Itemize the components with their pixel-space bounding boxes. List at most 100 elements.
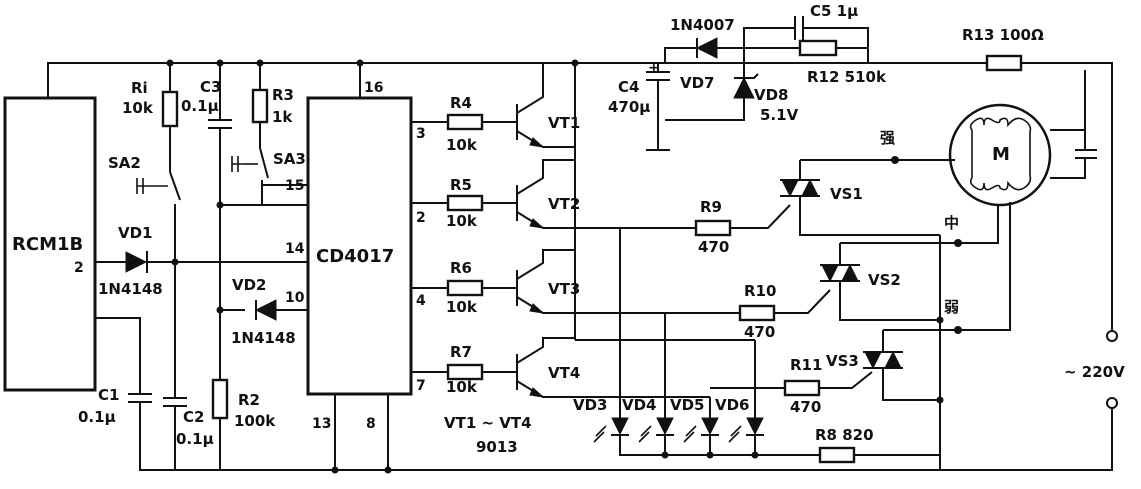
node-medium [954, 239, 962, 247]
c2-name: C2 [183, 408, 204, 426]
ri-value: 10k [122, 99, 154, 117]
cd4017-label: CD4017 [316, 246, 394, 267]
vs1-triac [780, 159, 940, 236]
r6-resistor [411, 279, 517, 297]
r3-value: 1k [272, 108, 293, 126]
vs3-triac [863, 329, 958, 401]
svg-text:+: + [648, 60, 660, 76]
rcm1b-label: RCM1B [12, 234, 83, 255]
cd4017-pin3: 3 [416, 126, 426, 142]
cd4017-pin14: 14 [285, 241, 305, 257]
r11-name: R11 [790, 356, 822, 374]
sa2-label: SA2 [108, 154, 141, 172]
r10-name: R10 [744, 282, 776, 300]
r2-value: 100k [234, 412, 276, 430]
r9-name: R9 [700, 198, 722, 216]
r4-resistor [411, 113, 517, 131]
cd4017-chip [306, 96, 413, 396]
r12-label: R12 510k [807, 68, 887, 86]
ac-terminal-bottom [1106, 397, 1118, 409]
r4-value: 10k [446, 136, 478, 154]
r6-name: R6 [450, 259, 472, 277]
motor-label: M [992, 144, 1010, 165]
c3-value: 0.1μ [181, 97, 219, 115]
vt-range-note: VT1 ~ VT4 [444, 414, 532, 432]
vt4-label: VT4 [548, 364, 580, 382]
vd7-part: 1N4007 [670, 16, 735, 34]
vd7-label: VD7 [680, 74, 715, 92]
r2-name: R2 [238, 391, 260, 409]
c1-name: C1 [98, 386, 119, 404]
cd4017-pin8: 8 [366, 416, 376, 432]
c5-label: C5 1μ [810, 2, 858, 20]
r13-resistor [985, 54, 1023, 72]
ri-resistor [161, 90, 179, 128]
node-strong [891, 156, 899, 164]
r6-value: 10k [446, 298, 478, 316]
cd4017-pin10: 10 [285, 290, 305, 306]
cd4017-pin4: 4 [416, 293, 426, 309]
vt2-transistor [516, 159, 620, 229]
vt3-transistor [516, 249, 665, 314]
r2-resistor [211, 378, 229, 420]
vd1-value: 1N4148 [98, 280, 163, 298]
vt2-label: VT2 [548, 195, 580, 213]
vd2-name: VD2 [232, 276, 267, 294]
speed-weak-label: 弱 [944, 298, 959, 316]
vd1-diode [125, 251, 148, 273]
r5-resistor [411, 194, 517, 212]
vt-type-note: 9013 [476, 438, 518, 456]
cd4017-pin13: 13 [312, 416, 331, 432]
led-vd4-label: VD4 [622, 396, 657, 414]
rcm1b-pin2: 2 [74, 260, 84, 276]
node-weak [954, 326, 962, 334]
c3-name: C3 [200, 78, 221, 96]
r3-name: R3 [272, 86, 294, 104]
r10-value: 470 [744, 323, 775, 341]
r8-resistor [818, 446, 940, 464]
r7-name: R7 [450, 343, 472, 361]
led-vd6-label: VD6 [715, 396, 750, 414]
vt4-transistor [516, 337, 710, 398]
vd2-diode [254, 299, 277, 321]
speed-strong-label: 强 [880, 129, 895, 147]
vd7-diode [664, 37, 745, 63]
c2-value: 0.1μ [176, 430, 214, 448]
r11-value: 470 [790, 398, 821, 416]
vs1-label: VS1 [830, 185, 863, 203]
vd8-zener [665, 48, 759, 121]
c5-capacitor [743, 16, 869, 63]
c4-capacitor: + [646, 48, 670, 151]
cd4017-pin2: 2 [416, 210, 426, 226]
c4-name: C4 [618, 78, 639, 96]
r5-value: 10k [446, 212, 478, 230]
vd8-value: 5.1V [760, 106, 799, 124]
cd4017-pin16: 16 [364, 80, 383, 96]
rcm1b-chip [3, 96, 97, 392]
vs3-label: VS3 [826, 352, 859, 370]
r7-resistor [411, 363, 517, 381]
led-vd3-label: VD3 [573, 396, 608, 414]
sa3-switch [231, 147, 269, 205]
sa2-switch [136, 171, 181, 262]
c4-value: 470μ [608, 98, 650, 116]
vt1-label: VT1 [548, 114, 580, 132]
r13-label: R13 100Ω [962, 26, 1044, 44]
ac-terminal-top [1106, 330, 1118, 342]
cd4017-pin7: 7 [416, 378, 426, 394]
led-group [575, 228, 820, 459]
r4-name: R4 [450, 94, 472, 112]
vt1-transistor [516, 63, 575, 148]
vd1-name: VD1 [118, 224, 153, 242]
vs2-label: VS2 [868, 271, 901, 289]
speed-medium-label: 中 [944, 214, 959, 232]
vs2-triac [820, 242, 958, 321]
ri-name: Ri [131, 79, 148, 97]
sa3-label: SA3 [273, 150, 306, 168]
r11-resistor [710, 371, 873, 397]
r8-label: R8 820 [815, 426, 874, 444]
r10-resistor [575, 289, 831, 322]
r5-name: R5 [450, 176, 472, 194]
r9-value: 470 [698, 238, 729, 256]
